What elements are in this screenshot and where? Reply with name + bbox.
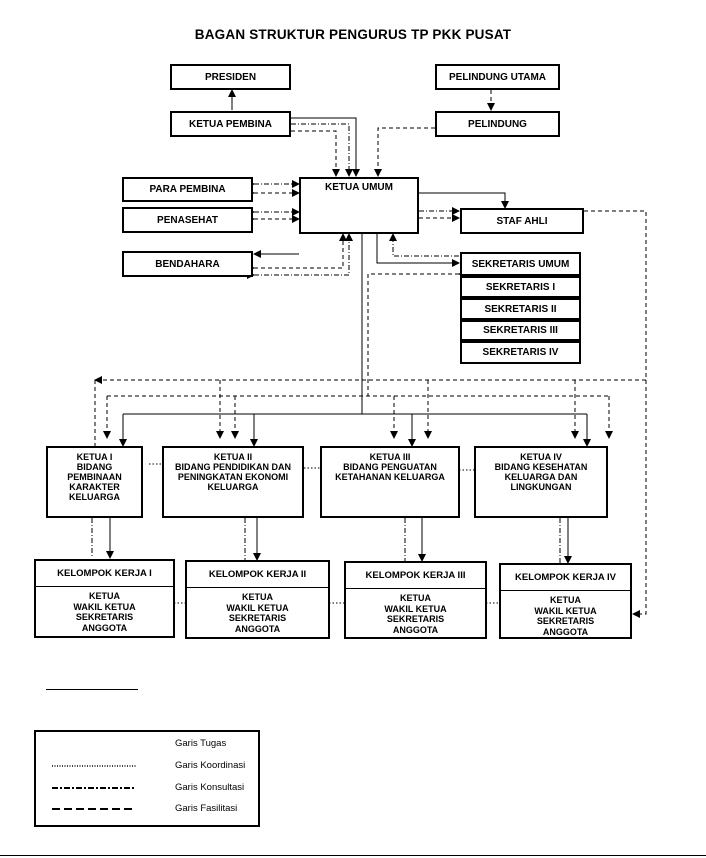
pokja-member: WAKIL KETUA xyxy=(534,605,597,616)
node-bidang-3: KETUA III BIDANG PENGUATAN KETAHANAN KEL… xyxy=(320,446,460,518)
node-pelindung: PELINDUNG xyxy=(435,111,560,137)
node-pokja-4: KELOMPOK KERJA IV KETUA WAKIL KETUA SEKR… xyxy=(499,563,632,639)
bidang-line: KELUARGA xyxy=(69,492,120,502)
bottom-rule xyxy=(0,855,706,856)
bidang-line: PENINGKATAN EKONOMI xyxy=(177,472,289,482)
chart-title: BAGAN STRUKTUR PENGURUS TP PKK PUSAT xyxy=(194,27,512,42)
node-sekretaris-3: SEKRETARIS III xyxy=(460,320,581,341)
pokja-member: SEKRETARIS xyxy=(386,614,445,624)
pokja-member: ANGGOTA xyxy=(81,622,128,633)
legend-fasilitasi: Garis Fasilitasi xyxy=(175,803,238,814)
node-penasehat: PENASEHAT xyxy=(122,207,253,233)
legend-tugas: Garis Tugas xyxy=(175,738,227,749)
pokja-header: KELOMPOK KERJA I xyxy=(36,561,173,587)
pokja-member: WAKIL KETUA xyxy=(73,601,136,612)
pokja-member: ANGGOTA xyxy=(234,623,281,634)
node-bendahara: BENDAHARA xyxy=(122,251,253,277)
bidang-line: BIDANG xyxy=(76,462,113,472)
bidang-line: BIDANG KESEHATAN xyxy=(494,462,588,472)
pokja-header: KELOMPOK KERJA IV xyxy=(501,565,630,591)
node-pokja-1: KELOMPOK KERJA I KETUA WAKIL KETUA SEKRE… xyxy=(34,559,175,638)
node-pokja-3: KELOMPOK KERJA III KETUA WAKIL KETUA SEK… xyxy=(344,561,487,639)
node-staf-ahli: STAF AHLI xyxy=(460,208,584,234)
node-bidang-4: KETUA IV BIDANG KESEHATAN KELUARGA DAN L… xyxy=(474,446,608,518)
pokja-header: KELOMPOK KERJA II xyxy=(187,562,328,588)
node-bidang-1: KETUA I BIDANG PEMBINAAN KARAKTER KELUAR… xyxy=(46,446,143,518)
node-ketua-pembina: KETUA PEMBINA xyxy=(170,111,291,137)
node-sekretaris-4: SEKRETARIS IV xyxy=(460,341,581,364)
pokja-header: KELOMPOK KERJA III xyxy=(346,563,485,589)
bidang-line: LINGKUNGAN xyxy=(510,482,572,492)
pokja-member: SEKRETARIS xyxy=(228,613,287,623)
node-sekretaris-umum: SEKRETARIS UMUM xyxy=(460,252,581,276)
bidang-line: KELUARGA xyxy=(207,482,259,492)
legend-konsultasi: Garis Konsultasi xyxy=(175,782,245,793)
pokja-members: KETUA WAKIL KETUA SEKRETARIS ANGGOTA xyxy=(346,589,485,635)
bidang-line: BIDANG PENGUATAN xyxy=(343,462,437,472)
pokja-member: SEKRETARIS xyxy=(536,616,595,626)
legend-line-samples xyxy=(52,765,136,810)
node-para-pembina: PARA PEMBINA xyxy=(122,177,253,202)
pokja-member: KETUA xyxy=(242,592,273,602)
node-ketua-umum: KETUA UMUM xyxy=(299,177,419,234)
pokja-members: KETUA WAKIL KETUA SEKRETARIS ANGGOTA xyxy=(501,591,630,637)
pokja-members: KETUA WAKIL KETUA SEKRETARIS ANGGOTA xyxy=(36,587,173,633)
node-pokja-2: KELOMPOK KERJA II KETUA WAKIL KETUA SEKR… xyxy=(185,560,330,639)
pokja-member: ANGGOTA xyxy=(542,626,589,637)
pokja-member: KETUA xyxy=(400,593,431,603)
bidang-line: KARAKTER xyxy=(69,482,120,492)
legend: Garis Tugas Garis Koordinasi Garis Konsu… xyxy=(34,730,260,827)
bidang-line: KETUA II xyxy=(213,452,253,462)
node-sekretaris-1: SEKRETARIS I xyxy=(460,276,581,298)
pokja-member: SEKRETARIS xyxy=(75,612,134,622)
bidang-line: KETUA III xyxy=(369,452,411,462)
node-presiden: PRESIDEN xyxy=(170,64,291,90)
pokja-member: KETUA xyxy=(550,595,581,605)
separator-line xyxy=(46,689,138,690)
node-sekretaris-2: SEKRETARIS II xyxy=(460,298,581,320)
pokja-member: WAKIL KETUA xyxy=(384,603,447,614)
bidang-line: KETAHANAN KELUARGA xyxy=(335,472,445,482)
pokja-members: KETUA WAKIL KETUA SEKRETARIS ANGGOTA xyxy=(187,588,328,634)
node-pelindung-utama: PELINDUNG UTAMA xyxy=(435,64,560,90)
pokja-member: ANGGOTA xyxy=(392,624,439,635)
pokja-member: KETUA xyxy=(89,591,120,601)
legend-koordinasi: Garis Koordinasi xyxy=(175,760,246,771)
bidang-line: BIDANG PENDIDIKAN DAN xyxy=(174,462,291,472)
bidang-line: PEMBINAAN xyxy=(67,472,122,482)
bidang-line: KETUA I xyxy=(76,452,113,462)
node-bidang-2: KETUA II BIDANG PENDIDIKAN DAN PENINGKAT… xyxy=(162,446,304,518)
pokja-member: WAKIL KETUA xyxy=(226,602,289,613)
bidang-line: KETUA IV xyxy=(520,452,562,462)
bidang-line: KELUARGA DAN xyxy=(504,472,578,482)
